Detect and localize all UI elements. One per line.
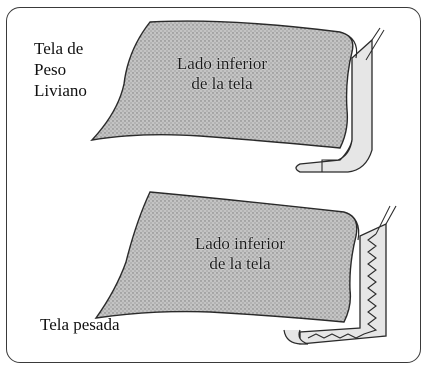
heavy-fabric-label: Tela pesada: [40, 315, 120, 334]
light-fabric-label: Tela de Peso Liviano: [34, 39, 87, 100]
heavy-fabric-illustration: [94, 191, 397, 345]
top-fabric-curl: [339, 31, 358, 59]
top-fabric-sheet: [90, 20, 354, 149]
zigzag-stitch: [307, 233, 378, 339]
bottom-guide-line-2: [375, 205, 391, 235]
bottom-fabric-roll: [283, 329, 309, 345]
top-guide-line-1: [371, 27, 381, 41]
bottom-guide-line-1: [385, 205, 397, 225]
top-hem-underlayer: [300, 60, 353, 173]
top-underside-label: Lado inferior de la tela: [176, 54, 268, 93]
top-hem-fold: [295, 38, 373, 173]
light-fabric-illustration: [90, 20, 385, 173]
bottom-fabric-sheet: [94, 191, 358, 323]
bottom-underside-label: Lado inferior de la tela: [194, 234, 286, 273]
bottom-fabric-curl: [343, 211, 360, 241]
top-guide-line-2: [365, 29, 385, 61]
